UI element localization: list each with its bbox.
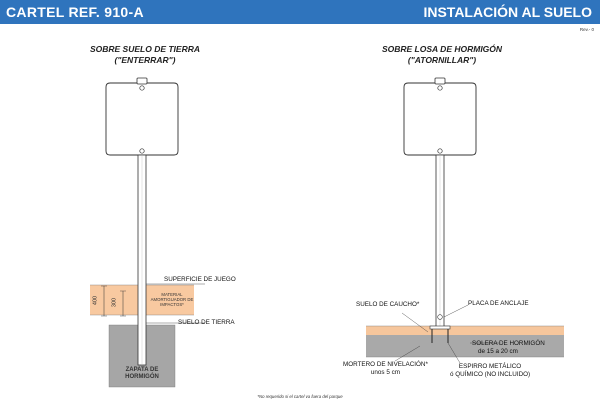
mortar-line1: MORTERO DE NIVELACIÓN*	[343, 361, 428, 368]
left-post-cap	[136, 77, 148, 85]
impact-material-line2: AMORTIGUADOR DE	[150, 297, 194, 302]
revision-label: Rev.- 0	[579, 27, 594, 32]
mortar-label: MORTERO DE NIVELACIÓN* unos 5 cm	[343, 361, 428, 377]
right-bottom-bolt-icon	[437, 148, 443, 154]
surface-label: SUPERFICIE DE JUEGO	[164, 276, 236, 283]
impact-material-label: MATERIAL AMORTIGUADOR DE IMPACTOS*	[150, 292, 194, 307]
bolt-label: ESPIRRO METÁLICO ó QUÍMICO (NO INCLUIDO)	[450, 363, 530, 379]
ground-label: SUELO DE TIERRA	[178, 319, 235, 326]
right-anchor-bolt-icon	[437, 314, 443, 320]
left-title: SOBRE SUELO DE TIERRA ("ENTERRAR")	[60, 44, 230, 66]
anchor-plate-label: PLACA DE ANCLAJE	[468, 300, 529, 307]
left-title-line2: ("ENTERRAR")	[114, 55, 176, 65]
right-post-cap	[434, 77, 446, 85]
footing-line2: HORMIGÓN	[125, 374, 159, 380]
right-anchor-plate	[429, 325, 451, 330]
impact-material-line3: IMPACTOS*	[160, 302, 184, 307]
left-bottom-bolt-icon	[139, 148, 145, 154]
footing-line1: ZAPATA DE	[125, 367, 159, 373]
footnote: *No requerido si el cartel va fuera del …	[257, 394, 343, 399]
impact-material-line1: MATERIAL	[161, 292, 183, 297]
left-top-bolt-icon	[139, 85, 145, 91]
bolt-line1: ESPIRRO METÁLICO	[458, 363, 522, 370]
left-sign-plate	[105, 82, 179, 156]
slab-label: SOLERA DE HORMIGÓN de 15 a 20 cm	[472, 340, 545, 356]
rubber-floor-label: SUELO DE CAUCHO*	[356, 301, 420, 308]
header-right-title: INSTALACIÓN AL SUELO	[300, 0, 600, 24]
dim-300-label: 300	[111, 297, 118, 308]
right-sign-plate	[403, 82, 477, 156]
right-rubber-floor	[366, 326, 564, 335]
bolt-line2: ó QUÍMICO (NO INCLUIDO)	[450, 371, 531, 378]
header-left-title: CARTEL REF. 910-A	[0, 0, 300, 24]
right-title-line1: SOBRE LOSA DE HORMIGÓN	[381, 44, 503, 54]
right-title-line2: ("ATORNILLAR")	[407, 55, 477, 65]
right-top-bolt-icon	[437, 85, 443, 91]
right-concrete-slab	[366, 335, 564, 357]
slab-line2: de 15 a 20 cm	[478, 348, 518, 355]
dim-400-label: 400	[92, 295, 99, 306]
slab-line1: SOLERA DE HORMIGÓN	[472, 340, 545, 347]
left-title-line1: SOBRE SUELO DE TIERRA	[89, 44, 201, 54]
mortar-line2: unos 5 cm	[370, 369, 400, 376]
right-title: SOBRE LOSA DE HORMIGÓN ("ATORNILLAR")	[352, 44, 532, 66]
footing-label: ZAPATA DE HORMIGÓN	[112, 367, 172, 381]
